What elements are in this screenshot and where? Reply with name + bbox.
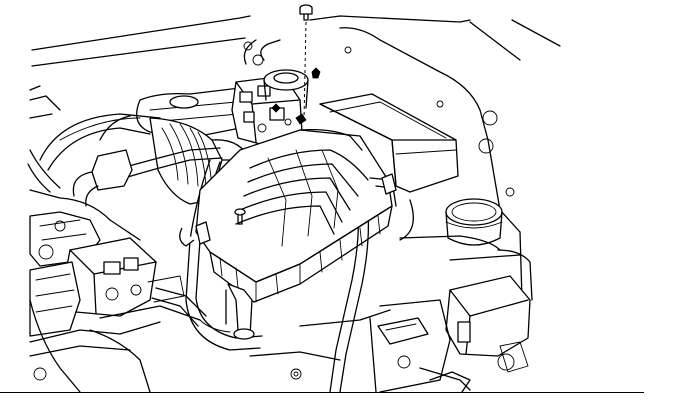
lower-right-components [249, 275, 531, 393]
battery-box [319, 93, 459, 193]
housing-bolt [234, 208, 246, 225]
housing-support [199, 283, 255, 340]
air-cleaner-housing [179, 128, 397, 303]
left-bracket [27, 95, 61, 193]
mounting-bolt [299, 4, 313, 121]
strut-tower [243, 39, 321, 125]
valve-block [231, 75, 303, 147]
intake-elbow [445, 198, 503, 246]
engine-block [29, 189, 207, 393]
hood-outline [29, 15, 561, 233]
right-fender-structure [399, 199, 533, 301]
bottom-divider-line [0, 392, 644, 393]
